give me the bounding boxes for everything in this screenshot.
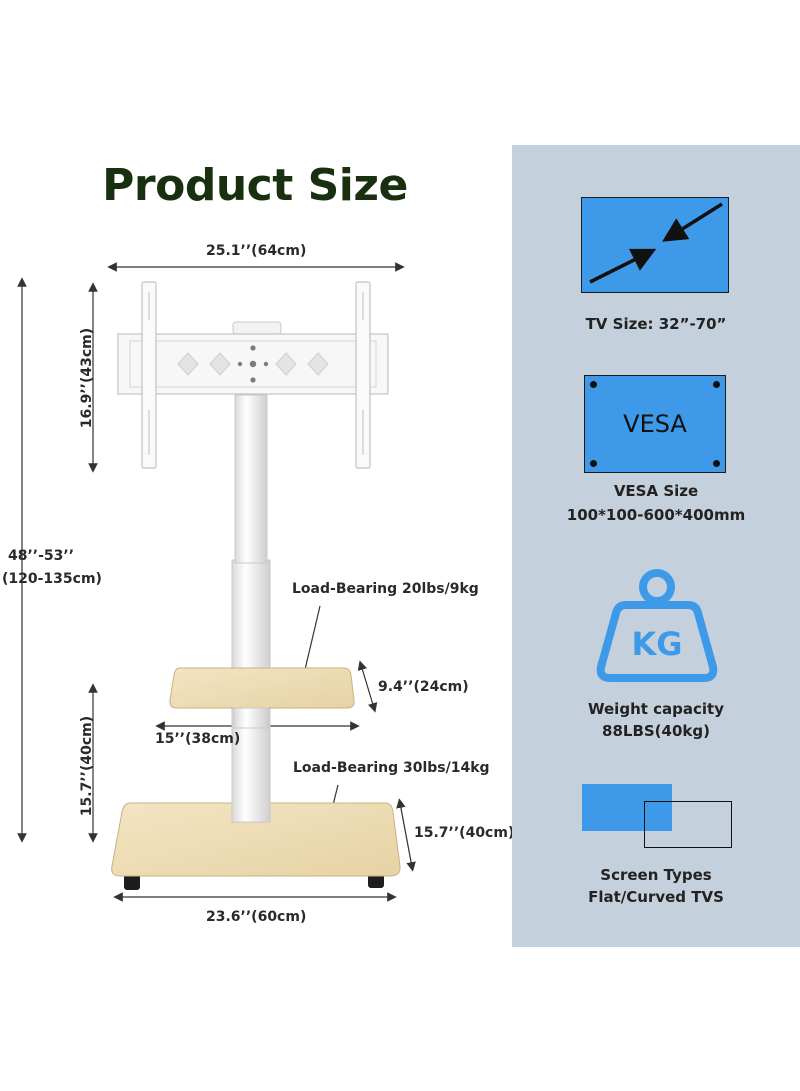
vesa-graphic: VESA — [584, 375, 726, 473]
flat-screen-icon — [582, 784, 672, 831]
base-width-label: 23.6’’(60cm) — [206, 909, 307, 925]
top-shelf — [169, 667, 355, 709]
tv-size-caption: TV Size: 32”-70” — [585, 315, 727, 333]
screen-types-caption-line1: Screen Types — [600, 866, 712, 884]
vesa-hole-icon — [713, 381, 720, 388]
vesa-hole-icon — [713, 460, 720, 467]
base-depth-line — [396, 798, 416, 872]
vesa-caption-line2: 100*100-600*400mm — [566, 506, 746, 524]
mount-arm-right — [355, 281, 371, 469]
load-base-label: Load-Bearing 30lbs/14kg — [293, 760, 490, 776]
shelf-depth-line — [357, 660, 378, 713]
load-top-pointer — [299, 605, 321, 683]
load-top-label: Load-Bearing 20lbs/9kg — [292, 581, 479, 597]
wheel-left — [124, 874, 140, 890]
pole-through-shelf — [233, 707, 269, 729]
screen-types-caption-line2: Flat/Curved TVS — [588, 888, 724, 906]
tv-diagonal-icon — [589, 202, 723, 284]
base-height-label: 15.7’’(40cm) — [79, 715, 95, 817]
features-panel: TV Size: 32”-70” VESA VESA Size 100*100-… — [512, 145, 800, 947]
vesa-caption-line1: VESA Size — [613, 482, 699, 500]
tv-stand-illustration — [17, 262, 416, 902]
mount-arm-left — [141, 281, 157, 469]
total-height-label-line2: (120-135cm) — [2, 571, 102, 587]
kg-icon-text: KG — [631, 625, 682, 663]
weight-caption-line1: Weight capacity — [588, 700, 724, 718]
curved-screen-icon — [644, 801, 732, 848]
shelf-width-label: 15’’(38cm) — [155, 731, 241, 747]
page-title: Product Size — [102, 160, 408, 211]
tv-size-graphic — [581, 197, 729, 293]
base-depth-label: 15.7’’(40cm) — [414, 825, 515, 841]
total-height-label-line1: 48’’-53’’ — [8, 548, 75, 564]
vesa-hole-icon — [590, 460, 597, 467]
width-top-label: 25.1’’(64cm) — [206, 243, 307, 259]
vesa-label: VESA — [623, 410, 687, 438]
kg-weight-icon: KG — [596, 569, 718, 682]
vesa-hole-icon — [590, 381, 597, 388]
mount-top-cap — [232, 321, 282, 335]
base-shelf — [111, 802, 401, 877]
mount-height-label: 16.9’’(43cm) — [79, 327, 95, 429]
upper-pole — [234, 394, 268, 564]
weight-caption-line2: 88LBS(40kg) — [602, 722, 710, 740]
shelf-depth-label: 9.4’’(24cm) — [378, 679, 469, 695]
